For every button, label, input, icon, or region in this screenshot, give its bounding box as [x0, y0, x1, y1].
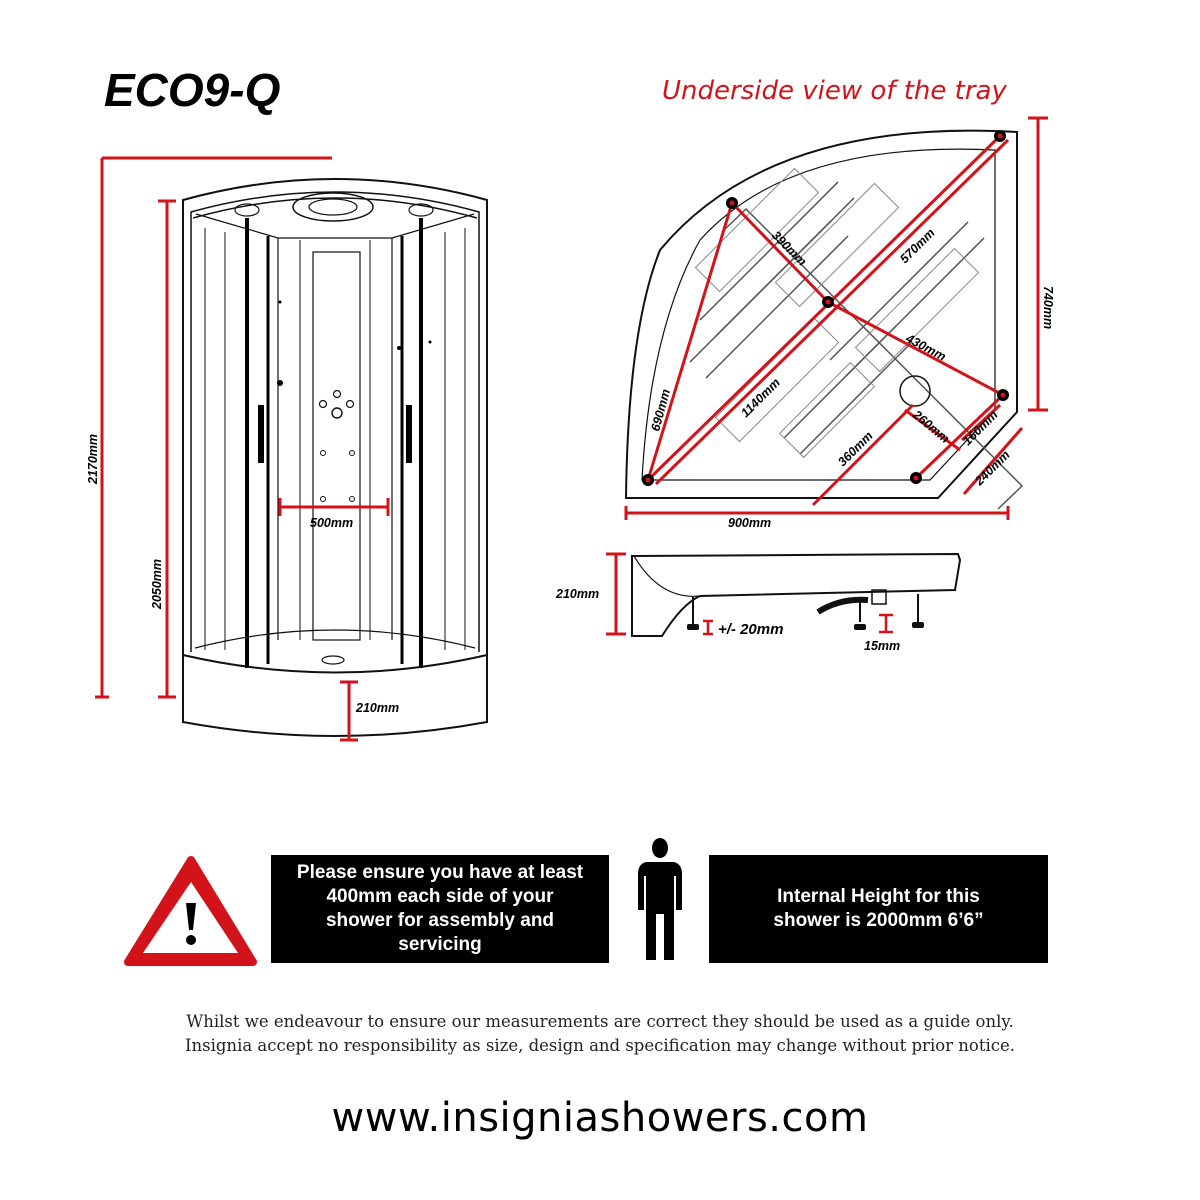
- clearance-notice: Please ensure you have at least 400mm ea…: [271, 855, 609, 963]
- tray-height-front-label: 210mm: [355, 701, 399, 715]
- tray-view-title: Underside view of the tray: [662, 76, 1007, 106]
- disclaimer-line-2: Insignia accept no responsibility as siz…: [184, 1036, 1016, 1055]
- internal-height-notice: Internal Height for this shower is 2000m…: [709, 855, 1048, 963]
- dim-160: 160mm: [960, 408, 1000, 448]
- leg-adjust-label: +/- 20mm: [718, 621, 783, 638]
- dim-430: 430mm: [903, 331, 949, 364]
- side-dimensions: 210mm +/- 20mm 15mm: [555, 552, 900, 653]
- door-width-label: 500mm: [310, 516, 353, 530]
- model-title: ECO9-Q: [104, 64, 281, 116]
- person-silhouette-icon: [638, 838, 682, 960]
- tray-dimensions: 390mm 570mm 740mm 430mm 1140mm 690mm 260…: [648, 226, 1055, 530]
- overall-height-label: 2170mm: [86, 434, 100, 485]
- glass-height-label: 2050mm: [150, 559, 164, 610]
- front-dimensions: 2170mm 2050mm 500mm 210mm: [86, 156, 399, 742]
- tray-underside-view: [624, 116, 1048, 520]
- website-url: www.insigniashowers.com: [331, 1095, 869, 1141]
- dim-260: 260mm: [909, 407, 952, 446]
- disclaimer: Whilst we endeavour to ensure our measur…: [100, 1010, 1100, 1058]
- dim-900: 900mm: [728, 516, 771, 530]
- disclaimer-line-1: Whilst we endeavour to ensure our measur…: [186, 1012, 1014, 1031]
- side-height-label: 210mm: [555, 587, 599, 601]
- clearance-line-3: shower for assembly and: [325, 910, 555, 931]
- clearance-line-4: servicing: [398, 934, 482, 955]
- height-line-2: shower is 2000mm 6’6”: [773, 910, 984, 931]
- clearance-line-2: 400mm each side of your: [326, 886, 554, 907]
- dim-740: 740mm: [1041, 286, 1055, 329]
- clearance-line-1: Please ensure you have at least: [296, 862, 584, 883]
- leg-size-label: 15mm: [864, 639, 900, 653]
- height-line-1: Internal Height for this: [777, 886, 980, 907]
- shower-front-view: [182, 178, 488, 737]
- tray-side-view: [631, 552, 962, 637]
- warning-triangle-icon: [124, 856, 257, 966]
